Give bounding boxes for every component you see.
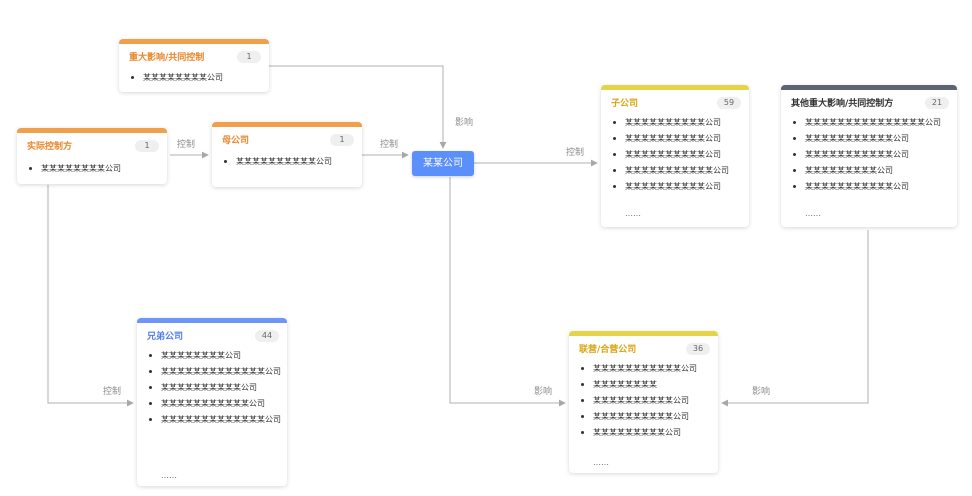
company-list: 某某某某某某某某某某公司 bbox=[212, 156, 356, 172]
company-list-item[interactable]: 某某某某某某某某某某公司 bbox=[601, 133, 743, 144]
company-list: 某某某某某某某某某某公司 某某某某某某某某某某公司 某某某某某某某某某某公司 某… bbox=[601, 117, 743, 197]
card-actual-controller[interactable]: 实际控制方 1 某某某某某某某某公司 bbox=[17, 128, 167, 184]
card-subsidiaries[interactable]: 子公司 59 某某某某某某某某某某公司 某某某某某某某某某某公司 某某某某某某某… bbox=[601, 85, 749, 227]
company-list-item[interactable]: 某某某某某某某某某某某公司 bbox=[137, 398, 281, 409]
count-badge: 1 bbox=[330, 134, 354, 146]
card-title: 其他重大影响/共同控制方 bbox=[791, 99, 894, 109]
count-badge: 1 bbox=[135, 140, 159, 152]
card-color-bar bbox=[569, 331, 718, 336]
edge-label-influence: 影响 bbox=[455, 118, 474, 128]
card-color-bar bbox=[212, 122, 362, 127]
edge-major-to-center bbox=[269, 65, 447, 149]
company-list-item[interactable]: 某某某某某某某某某某公司 bbox=[601, 117, 743, 128]
company-list: 某某某某某某某某公司 bbox=[119, 72, 263, 88]
company-list: 某某某某某某某某某某某公司 某某某某某某某某 某某某某某某某某某某公司 某某某某… bbox=[569, 363, 712, 443]
card-title: 母公司 bbox=[222, 136, 250, 146]
company-list-item[interactable]: 某某某某某某某某某某某公司 bbox=[781, 149, 951, 160]
company-list-item[interactable]: 某某某某某某某某某某公司 bbox=[601, 181, 743, 192]
edge-center-to-assoc bbox=[449, 177, 566, 407]
edge-other-to-assoc bbox=[721, 230, 869, 407]
edge-label-influence: 影响 bbox=[534, 387, 553, 397]
count-badge: 1 bbox=[237, 51, 261, 63]
card-major-influence[interactable]: 重大影响/共同控制 1 某某某某某某某某公司 bbox=[119, 39, 269, 92]
company-list-item[interactable]: 某某某某某某某某某某某某某某某公司 bbox=[781, 117, 951, 128]
card-parent-company[interactable]: 母公司 1 某某某某某某某某某某公司 bbox=[212, 122, 362, 187]
company-list-item[interactable]: 某某某某某某某某公司 bbox=[17, 163, 161, 174]
company-list-item[interactable]: 某某某某某某某某某某公司 bbox=[137, 382, 281, 393]
edge-label-control: 控制 bbox=[566, 148, 585, 158]
company-list-item[interactable]: 某某某某某某某某某公司 bbox=[569, 427, 712, 438]
edge-label-control: 控制 bbox=[380, 140, 399, 150]
card-other-major-influence[interactable]: 其他重大影响/共同控制方 21 某某某某某某某某某某某某某某某公司 某某某某某某… bbox=[781, 85, 957, 227]
company-list-item[interactable]: 某某某某某某某某公司 bbox=[119, 72, 263, 83]
company-list-item[interactable]: 某某某某某某某某某某某公司 bbox=[569, 363, 712, 374]
center-company-node[interactable]: 某某公司 bbox=[412, 151, 474, 176]
card-color-bar bbox=[781, 85, 957, 90]
card-sibling-companies[interactable]: 兄弟公司 44 某某某某某某某某公司 某某某某某某某某某某某某某公司 某某某某某… bbox=[137, 318, 287, 486]
card-color-bar bbox=[17, 128, 167, 133]
count-badge: 21 bbox=[925, 97, 949, 109]
more-ellipsis[interactable]: …… bbox=[161, 471, 177, 480]
company-list-item[interactable]: 某某某某某某某某某某某公司 bbox=[781, 133, 951, 144]
more-ellipsis[interactable]: …… bbox=[593, 458, 609, 467]
card-color-bar bbox=[119, 39, 269, 44]
company-list-item[interactable]: 某某某某某某某某某某公司 bbox=[569, 395, 712, 406]
company-list: 某某某某某某某某某某某某某某某公司 某某某某某某某某某某某公司 某某某某某某某某… bbox=[781, 117, 951, 197]
card-title: 兄弟公司 bbox=[147, 332, 184, 342]
company-list-item[interactable]: 某某某某某某某某某某某公司 bbox=[781, 181, 951, 192]
company-list-item[interactable]: 某某某某某某某某某某某某某公司 bbox=[137, 366, 281, 377]
card-title: 子公司 bbox=[611, 99, 639, 109]
edge-label-influence: 影响 bbox=[752, 387, 771, 397]
card-title: 实际控制方 bbox=[27, 142, 73, 152]
company-list: 某某某某某某某某公司 bbox=[17, 163, 161, 179]
company-list-item[interactable]: 某某某某某某某某公司 bbox=[137, 350, 281, 361]
card-title: 重大影响/共同控制 bbox=[129, 53, 205, 63]
card-associates-joint-ventures[interactable]: 联营/合营公司 36 某某某某某某某某某某某公司 某某某某某某某某 某某某某某某… bbox=[569, 331, 718, 473]
edge-label-control: 控制 bbox=[103, 387, 122, 397]
count-badge: 59 bbox=[717, 97, 741, 109]
count-badge: 36 bbox=[686, 343, 710, 355]
company-list: 某某某某某某某某公司 某某某某某某某某某某某某某公司 某某某某某某某某某某公司 … bbox=[137, 350, 281, 430]
more-ellipsis[interactable]: …… bbox=[805, 209, 821, 218]
card-color-bar bbox=[137, 318, 287, 323]
count-badge: 44 bbox=[255, 330, 279, 342]
company-list-item[interactable]: 某某某某某某某某 bbox=[569, 379, 712, 390]
company-list-item[interactable]: 某某某某某某某某某某某公司 bbox=[601, 165, 743, 176]
card-color-bar bbox=[601, 85, 749, 90]
company-list-item[interactable]: 某某某某某某某某某某公司 bbox=[569, 411, 712, 422]
edge-actual-to-brother bbox=[47, 185, 134, 407]
company-list-item[interactable]: 某某某某某某某某某某某某某公司 bbox=[137, 414, 281, 425]
company-list-item[interactable]: 某某某某某某某某某某公司 bbox=[601, 149, 743, 160]
company-list-item[interactable]: 某某某某某某某某某某公司 bbox=[212, 156, 356, 167]
more-ellipsis[interactable]: …… bbox=[625, 209, 641, 218]
card-title: 联营/合营公司 bbox=[579, 345, 637, 355]
company-list-item[interactable]: 某某某某某某某某某公司 bbox=[781, 165, 951, 176]
edge-label-control: 控制 bbox=[177, 140, 196, 150]
